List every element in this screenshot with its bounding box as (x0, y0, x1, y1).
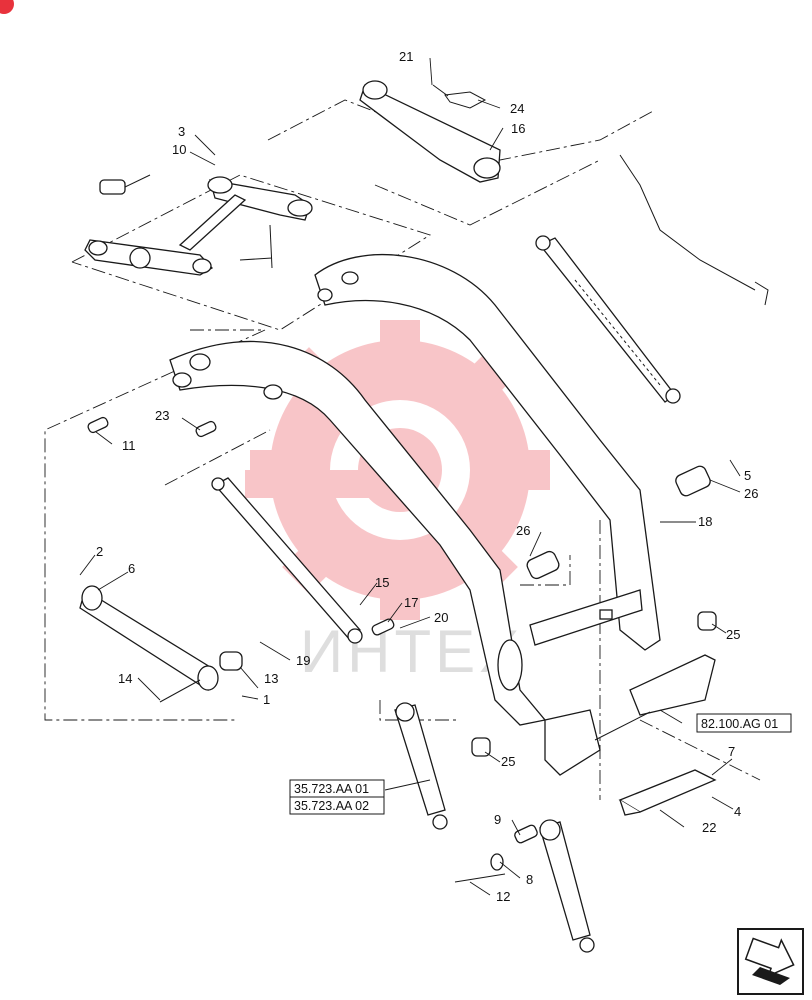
reference-box-35-723-aa-01: 35.723.AA 01 (289, 779, 385, 798)
lower-left-rod (211, 477, 363, 644)
callout-23: 23 (155, 408, 169, 423)
right-loader-arm (314, 253, 661, 651)
callout-10: 10 (172, 142, 186, 157)
callout-22: 22 (702, 820, 716, 835)
callout-21: 21 (399, 49, 413, 64)
reference-box-82-100-ag: 82.100.AG 01 (696, 713, 792, 733)
callout-6: 6 (128, 561, 135, 576)
svg-text:35.723.AA 01: 35.723.AA 01 (294, 782, 369, 796)
callout-4: 4 (734, 804, 741, 819)
assembly-outlines (44, 99, 761, 800)
step-and-bracket (544, 654, 717, 816)
callout-16: 16 (511, 121, 525, 136)
callout-9: 9 (494, 812, 501, 827)
callout-5: 5 (744, 468, 751, 483)
callout-3: 3 (178, 124, 185, 139)
svg-text:82.100.AG 01: 82.100.AG 01 (701, 717, 778, 731)
link-bar (79, 585, 243, 703)
left-loader-arm (169, 340, 547, 726)
callout-13: 13 (264, 671, 278, 686)
callout-26-left: 26 (516, 523, 530, 538)
callout-7: 7 (728, 744, 735, 759)
callout-14: 14 (118, 671, 132, 686)
callout-11: 11 (122, 438, 136, 453)
callout-12: 12 (496, 889, 510, 904)
callout-25-right: 25 (726, 627, 740, 642)
upper-bracket-link (359, 80, 501, 183)
callout-25-left: 25 (501, 754, 515, 769)
pins-bushings (87, 416, 717, 883)
callout-8: 8 (526, 872, 533, 887)
svg-text:35.723.AA 02: 35.723.AA 02 (294, 799, 369, 813)
callout-15: 15 (375, 575, 389, 590)
reference-box-35-723-aa-02: 35.723.AA 02 (289, 796, 385, 815)
callout-2: 2 (96, 544, 103, 559)
leader-lines (79, 57, 741, 896)
callout-24: 24 (510, 101, 524, 116)
callout-20: 20 (434, 610, 448, 625)
callout-18: 18 (698, 514, 712, 529)
callout-19: 19 (296, 653, 310, 668)
upper-right-cylinder (535, 154, 769, 404)
next-page-arrow-icon[interactable] (737, 928, 804, 995)
callout-26-right: 26 (744, 486, 758, 501)
corner-badge-icon (0, 0, 14, 14)
callout-1: 1 (263, 692, 270, 707)
pivot-link-assembly (84, 174, 313, 276)
callout-labels: 1 2 3 4 5 6 7 8 9 10 11 12 13 14 15 16 1… (96, 49, 758, 904)
callout-17: 17 (404, 595, 418, 610)
lift-cylinders (394, 702, 595, 953)
